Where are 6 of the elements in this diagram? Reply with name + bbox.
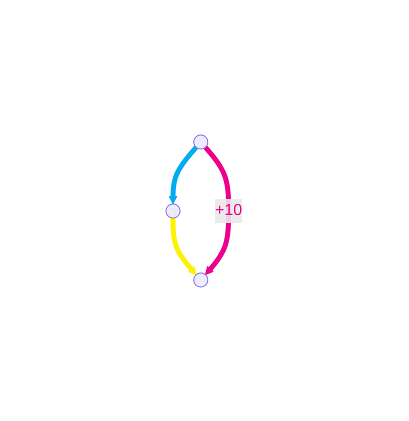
arrow [169,145,198,204]
node-circle [194,272,209,287]
arrow [170,218,198,275]
node-circle [194,134,209,149]
node-circle [166,203,181,218]
edge-label: +10 [215,202,243,218]
